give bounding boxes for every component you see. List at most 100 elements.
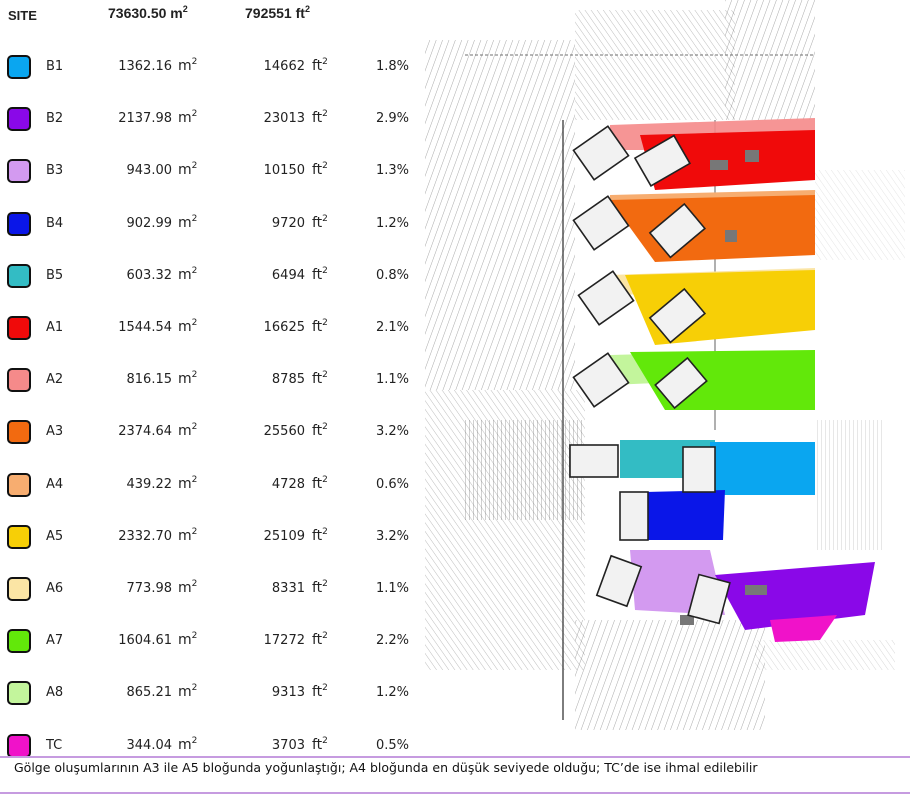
- color-swatch: [7, 263, 31, 288]
- color-swatch: [7, 472, 31, 497]
- color-swatch: [7, 55, 31, 79]
- area-m2: 773.98: [126, 581, 173, 596]
- buildings: [569, 125, 731, 625]
- percentage: 1.1%: [375, 372, 409, 388]
- block-name: A6: [46, 581, 64, 596]
- legend-row-a1: A1 1544.54 m2 16625 ft2 2.1%: [0, 313, 420, 347]
- area-m2: 603.32: [126, 267, 173, 283]
- area-ft2: 10150: [263, 163, 305, 179]
- area-ft2: 25109: [263, 528, 305, 544]
- block-name: A4: [46, 476, 64, 492]
- color-swatch: [7, 524, 31, 549]
- area-ft2: 9313: [271, 685, 305, 701]
- block-name: B3: [46, 163, 64, 179]
- unit-ft2: ft2: [312, 422, 328, 440]
- area-ft2: 25560: [263, 424, 305, 440]
- area-ft2: 9720: [271, 215, 305, 231]
- percentage: 0.8%: [375, 267, 409, 283]
- unit-m2: m2: [178, 526, 198, 544]
- unit-m2: m2: [178, 318, 198, 335]
- area-m2: 865.21: [126, 685, 173, 701]
- shadow-b4: [645, 490, 725, 540]
- percentage: 2.1%: [375, 320, 409, 335]
- area-m2: 2137.98: [118, 111, 172, 127]
- unit-m2: m2: [178, 631, 198, 649]
- unit-m2: m2: [178, 735, 198, 753]
- area-ft2: 16625: [263, 320, 305, 335]
- area-ft2: 6494: [271, 267, 305, 283]
- color-swatch: [7, 159, 31, 184]
- block-name: A2: [46, 372, 64, 388]
- block-name: A7: [46, 633, 64, 649]
- unit-ft2: ft2: [312, 579, 328, 596]
- unit-m2: m2: [178, 109, 198, 127]
- color-swatch: [7, 577, 31, 601]
- area-ft2: 4728: [271, 476, 305, 492]
- area-ft2: 8331: [271, 581, 305, 596]
- unit-m2: m2: [178, 57, 198, 74]
- unit-ft2: ft2: [312, 370, 328, 388]
- site-total-row: SITE 73630.50 m2 792551 ft2: [0, 2, 420, 36]
- block-name: A5: [46, 528, 64, 544]
- block-name: B2: [46, 111, 64, 127]
- unit-m2: m2: [178, 213, 198, 231]
- dark-shadow-patches: [680, 150, 767, 625]
- area-m2: 1544.54: [118, 320, 172, 335]
- terrain-contours: [425, 0, 905, 730]
- color-swatch: [7, 368, 31, 393]
- unit-m2: m2: [178, 683, 198, 701]
- percentage: 1.3%: [375, 163, 409, 179]
- area-ft2: 8785: [271, 372, 305, 388]
- percentage: 0.6%: [375, 476, 409, 492]
- unit-ft2: ft2: [312, 631, 328, 649]
- color-swatch: [7, 681, 31, 706]
- unit-ft2: ft2: [312, 474, 328, 492]
- block-name: A3: [46, 424, 64, 440]
- block-name: TC: [46, 737, 63, 753]
- unit-ft2: ft2: [312, 265, 328, 283]
- unit-ft2: ft2: [312, 213, 328, 231]
- color-swatch: [7, 211, 31, 236]
- color-swatch: [7, 733, 31, 758]
- site-area-m2: 73630.50 m2: [108, 4, 188, 21]
- color-swatch: [7, 420, 31, 445]
- percentage: 2.2%: [375, 633, 409, 649]
- unit-ft2: ft2: [312, 526, 328, 544]
- area-m2: 943.00: [126, 163, 173, 179]
- site-area-ft2: 792551 ft2: [245, 4, 310, 21]
- area-m2: 1362.16: [118, 59, 172, 74]
- block-name: A1: [46, 320, 64, 335]
- shadow-a7: [630, 350, 815, 410]
- percentage: 1.8%: [375, 59, 409, 74]
- block-name: B4: [46, 215, 64, 231]
- color-swatch: [7, 316, 31, 340]
- unit-ft2: ft2: [312, 318, 328, 335]
- area-m2: 439.22: [126, 476, 173, 492]
- unit-ft2: ft2: [312, 683, 328, 701]
- area-m2: 902.99: [126, 215, 173, 231]
- site-label: SITE: [8, 8, 37, 23]
- shadow-bands: [610, 118, 875, 642]
- area-m2: 1604.61: [118, 633, 172, 649]
- color-swatch: [7, 107, 31, 132]
- unit-ft2: ft2: [312, 735, 328, 753]
- area-ft2: 14662: [263, 59, 305, 74]
- shadow-a5: [625, 270, 815, 345]
- shadow-a3: [610, 195, 815, 262]
- area-m2: 344.04: [126, 737, 173, 753]
- area-m2: 2374.64: [118, 424, 172, 440]
- shadow-b2: [715, 562, 875, 630]
- unit-m2: m2: [178, 161, 198, 179]
- unit-ft2: ft2: [312, 109, 328, 127]
- shadow-tc: [770, 615, 837, 642]
